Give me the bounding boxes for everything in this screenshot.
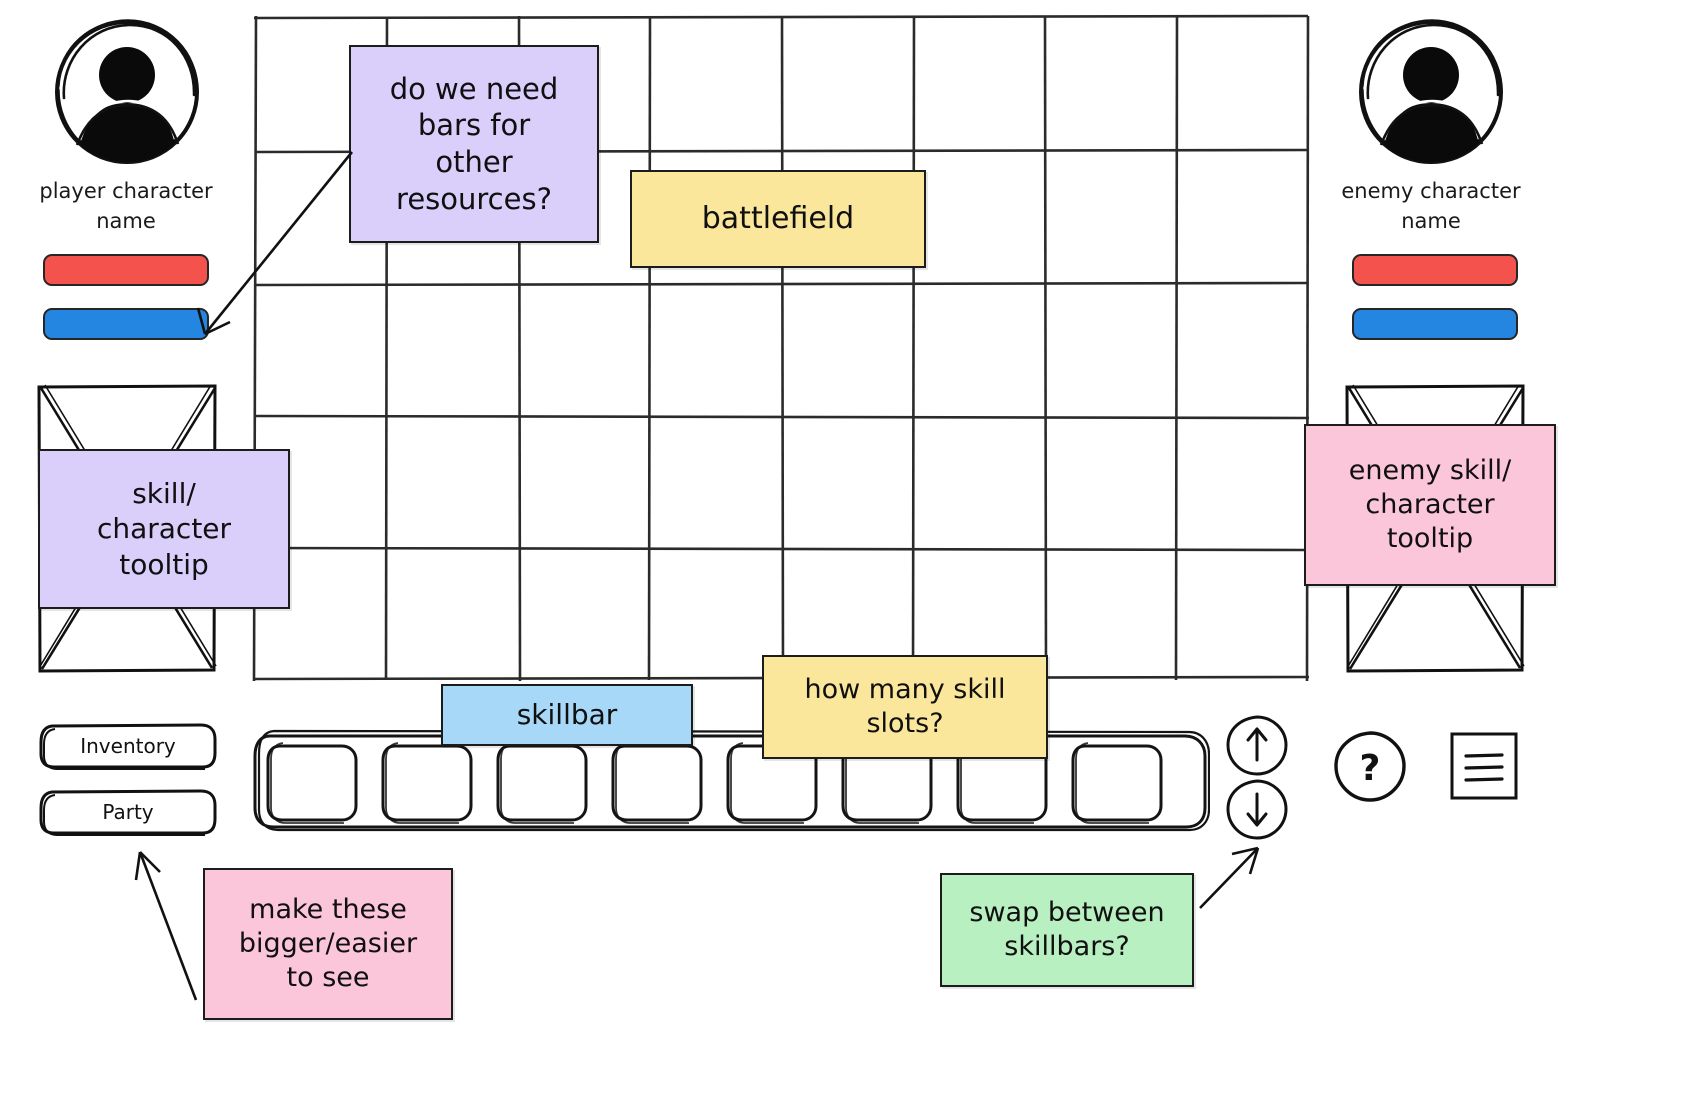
note-line: how many skill [804, 673, 1006, 705]
note-line: enemy skill/ [1348, 454, 1512, 486]
inventory-button-label: Inventory [80, 734, 176, 758]
party-button-label: Party [102, 800, 154, 824]
sticky-note-player-tooltip[interactable]: skill/ character tooltip [38, 449, 290, 609]
note-line: to see [286, 962, 370, 993]
sticky-note-enemy-tooltip[interactable]: enemy skill/ character tooltip [1304, 424, 1556, 586]
note-line: bars for [417, 108, 531, 143]
note-line: skill/ [132, 477, 196, 511]
sticky-note-resources[interactable]: do we need bars for other resources? [349, 45, 599, 243]
note-line: make these [249, 893, 407, 925]
note-line: skillbar [516, 698, 618, 732]
person-avatar-icon [1359, 19, 1503, 164]
person-avatar-icon [55, 19, 199, 164]
player-mana-bar [43, 308, 209, 340]
skillbar-container[interactable] [250, 714, 1211, 834]
sticky-note-battlefield[interactable]: battlefield [630, 170, 926, 268]
note-line: battlefield [701, 201, 855, 237]
note-line: other [435, 145, 513, 179]
swap-up-button[interactable] [1224, 714, 1290, 778]
inventory-button[interactable]: Inventory [38, 722, 218, 770]
note-line: character [1365, 488, 1495, 520]
enemy-name-line-1: enemy character [1341, 179, 1521, 203]
help-button[interactable]: ? [1332, 730, 1408, 804]
player-name-line-2: name [96, 209, 156, 234]
note-line: tooltip [119, 547, 209, 581]
player-name-line-1: player character [39, 179, 213, 203]
sticky-note-skillbar[interactable]: skillbar [441, 684, 693, 746]
sticky-note-skill-slots[interactable]: how many skill slots? [762, 655, 1048, 759]
note-line: swap between [969, 896, 1165, 928]
note-line: do we need [389, 71, 559, 106]
enemy-health-bar [1352, 254, 1518, 286]
party-button[interactable]: Party [38, 788, 218, 836]
menu-button[interactable] [1448, 730, 1520, 802]
enemy-avatar[interactable] [1352, 12, 1510, 172]
note-line: slots? [866, 708, 944, 739]
note-line: character [96, 512, 232, 546]
sticky-note-swap-skillbars[interactable]: swap between skillbars? [940, 873, 1194, 987]
player-health-bar [43, 254, 209, 286]
enemy-mana-bar [1352, 308, 1518, 340]
question-mark-icon: ? [1360, 748, 1381, 789]
hamburger-menu-icon [1450, 732, 1518, 800]
enemy-character-name: enemy character name [1320, 176, 1542, 237]
note-line: resources? [396, 181, 552, 216]
sticky-note-make-bigger[interactable]: make these bigger/easier to see [203, 868, 453, 1020]
note-line: bigger/easier [238, 927, 418, 959]
note-line: skillbars? [1004, 931, 1130, 962]
player-character-name: player character name [15, 176, 237, 237]
swap-down-button[interactable] [1224, 778, 1290, 842]
player-avatar[interactable] [48, 12, 206, 172]
enemy-name-line-2: name [1401, 209, 1461, 234]
note-line: tooltip [1386, 523, 1474, 554]
